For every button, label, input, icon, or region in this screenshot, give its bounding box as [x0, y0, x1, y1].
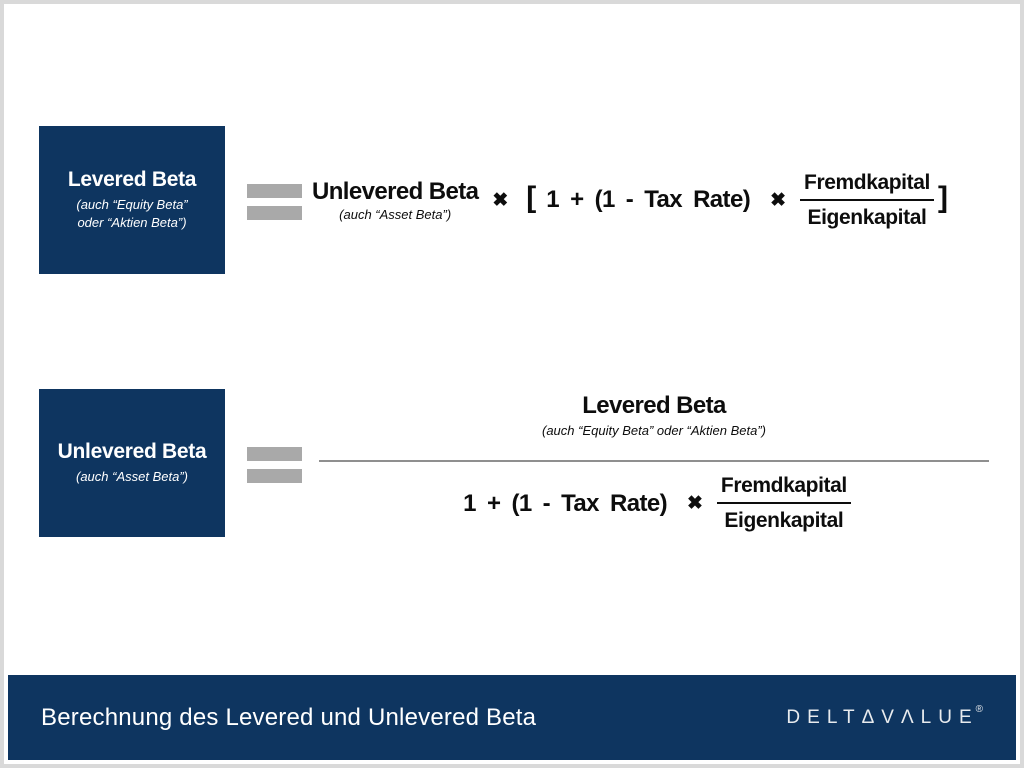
footer-bar: Berechnung des Levered und Unlevered Bet…	[8, 675, 1016, 760]
unlevered-beta-term-subtitle: (auch “Asset Beta”)	[339, 207, 452, 222]
unlevered-beta-term-title: Unlevered Beta	[312, 178, 479, 205]
levered-beta-box: Levered Beta (auch “Equity Beta” oder “A…	[39, 126, 225, 274]
logo-triangle-icon: Δ	[861, 706, 882, 728]
multiply-icon: ✖	[770, 189, 787, 211]
levered-beta-box-title: Levered Beta	[67, 168, 197, 192]
debt-equity-fraction: Fremdkapital Eigenkapital	[800, 171, 934, 230]
unlevered-beta-box-title: Unlevered Beta	[57, 440, 207, 464]
equals-icon	[247, 184, 302, 220]
equals-icon	[247, 447, 302, 483]
unlevered-beta-formula-numerator: Levered Beta (auch “Equity Beta” oder “A…	[319, 392, 989, 438]
equals-bar	[247, 206, 302, 220]
logo-text-suffix: VΛLUE	[881, 706, 979, 728]
unlevered-beta-box-subtitle: (auch “Asset Beta”)	[76, 469, 188, 485]
main-fraction-bar	[319, 460, 989, 462]
fraction-denominator: Eigenkapital	[716, 502, 851, 533]
debt-equity-fraction: Fremdkapital Eigenkapital	[716, 474, 851, 533]
levered-beta-term-title: Levered Beta	[582, 392, 726, 419]
unlevered-beta-formula-denominator: 1 + (1 - Tax Rate) ✖ Fremdkapital Eigenk…	[319, 474, 989, 533]
unlevered-beta-box: Unlevered Beta (auch “Asset Beta”)	[39, 389, 225, 537]
equals-bar	[247, 469, 302, 483]
levered-beta-box-subtitle: (auch “Equity Beta” oder “Aktien Beta”)	[76, 196, 187, 231]
fraction-denominator: Eigenkapital	[800, 198, 934, 230]
multiply-icon: ✖	[686, 493, 703, 514]
levered-beta-box-subtitle-line2: oder “Aktien Beta”)	[77, 215, 187, 230]
open-bracket: [	[526, 181, 537, 214]
equals-bar	[247, 184, 302, 198]
unlevered-beta-term: Unlevered Beta (auch “Asset Beta”)	[312, 178, 479, 222]
levered-beta-box-subtitle-line1: (auch “Equity Beta”	[76, 197, 188, 213]
registered-trademark-icon: ®	[975, 703, 983, 715]
close-bracket: ]	[937, 181, 948, 214]
tax-rate-expression: 1 + (1 - Tax Rate)	[463, 489, 667, 517]
fraction-numerator: Fremdkapital	[720, 474, 847, 497]
levered-beta-term-subtitle: (auch “Equity Beta” oder “Aktien Beta”)	[542, 423, 766, 438]
equals-bar	[247, 447, 302, 461]
logo-text-prefix: DELT	[786, 706, 862, 728]
multiply-icon: ✖	[492, 189, 509, 211]
tax-rate-expression: 1 + (1 - Tax Rate)	[546, 186, 751, 213]
levered-beta-formula: Unlevered Beta (auch “Asset Beta”) ✖ [ 1…	[312, 154, 952, 246]
fraction-numerator: Fremdkapital	[804, 170, 930, 194]
slide-title: Berechnung des Levered und Unlevered Bet…	[41, 703, 537, 731]
